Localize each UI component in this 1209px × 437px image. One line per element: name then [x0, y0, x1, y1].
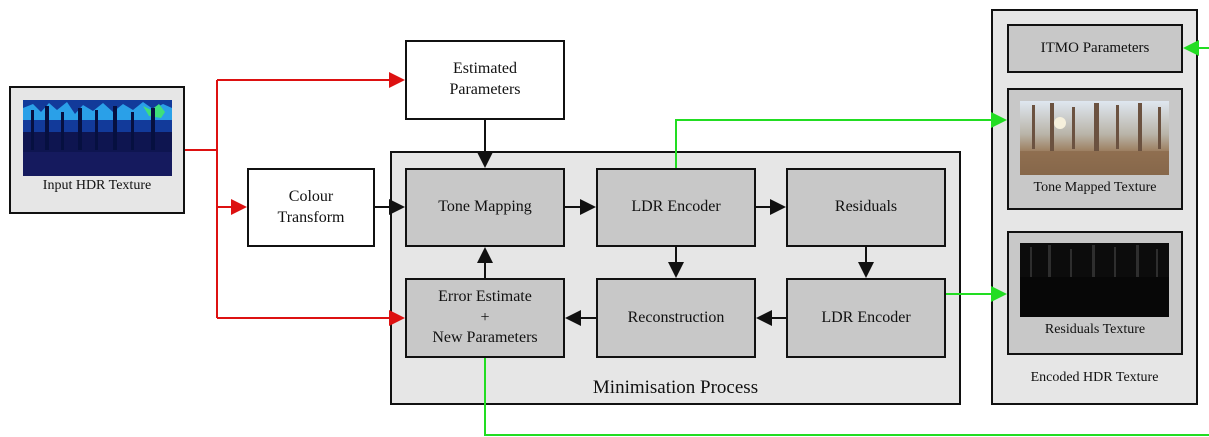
encoded-hdr-title: Encoded HDR Texture: [1030, 370, 1159, 385]
residuals-texture-label: Residuals Texture: [1044, 322, 1146, 337]
ldr-encoder-top-box: LDR Encoder: [596, 168, 756, 247]
residuals-box: Residuals: [786, 168, 946, 247]
tone-mapped-texture-label: Tone Mapped Texture: [1033, 180, 1157, 195]
green-line-parameters-loop: [484, 358, 1209, 436]
input-hdr-label: Input HDR Texture: [42, 178, 152, 193]
reconstruction-box: Reconstruction: [596, 278, 756, 358]
tone-mapping-box: Tone Mapping: [405, 168, 565, 247]
error-estimate-box: Error Estimate + New Parameters: [405, 278, 565, 358]
itmo-parameters-box: ITMO Parameters: [1007, 24, 1183, 73]
estimated-parameters-box: Estimated Parameters: [405, 40, 565, 120]
residuals-texture-image: [1020, 243, 1169, 317]
input-hdr-image: [23, 100, 172, 176]
tone-mapped-image: [1020, 101, 1169, 175]
ldr-encoder-bottom-box: LDR Encoder: [786, 278, 946, 358]
minimisation-process-title: Minimisation Process: [592, 377, 759, 398]
colour-transform-box: Colour Transform: [247, 168, 375, 247]
green-arrow-to-tone-mapped: [675, 112, 1007, 168]
